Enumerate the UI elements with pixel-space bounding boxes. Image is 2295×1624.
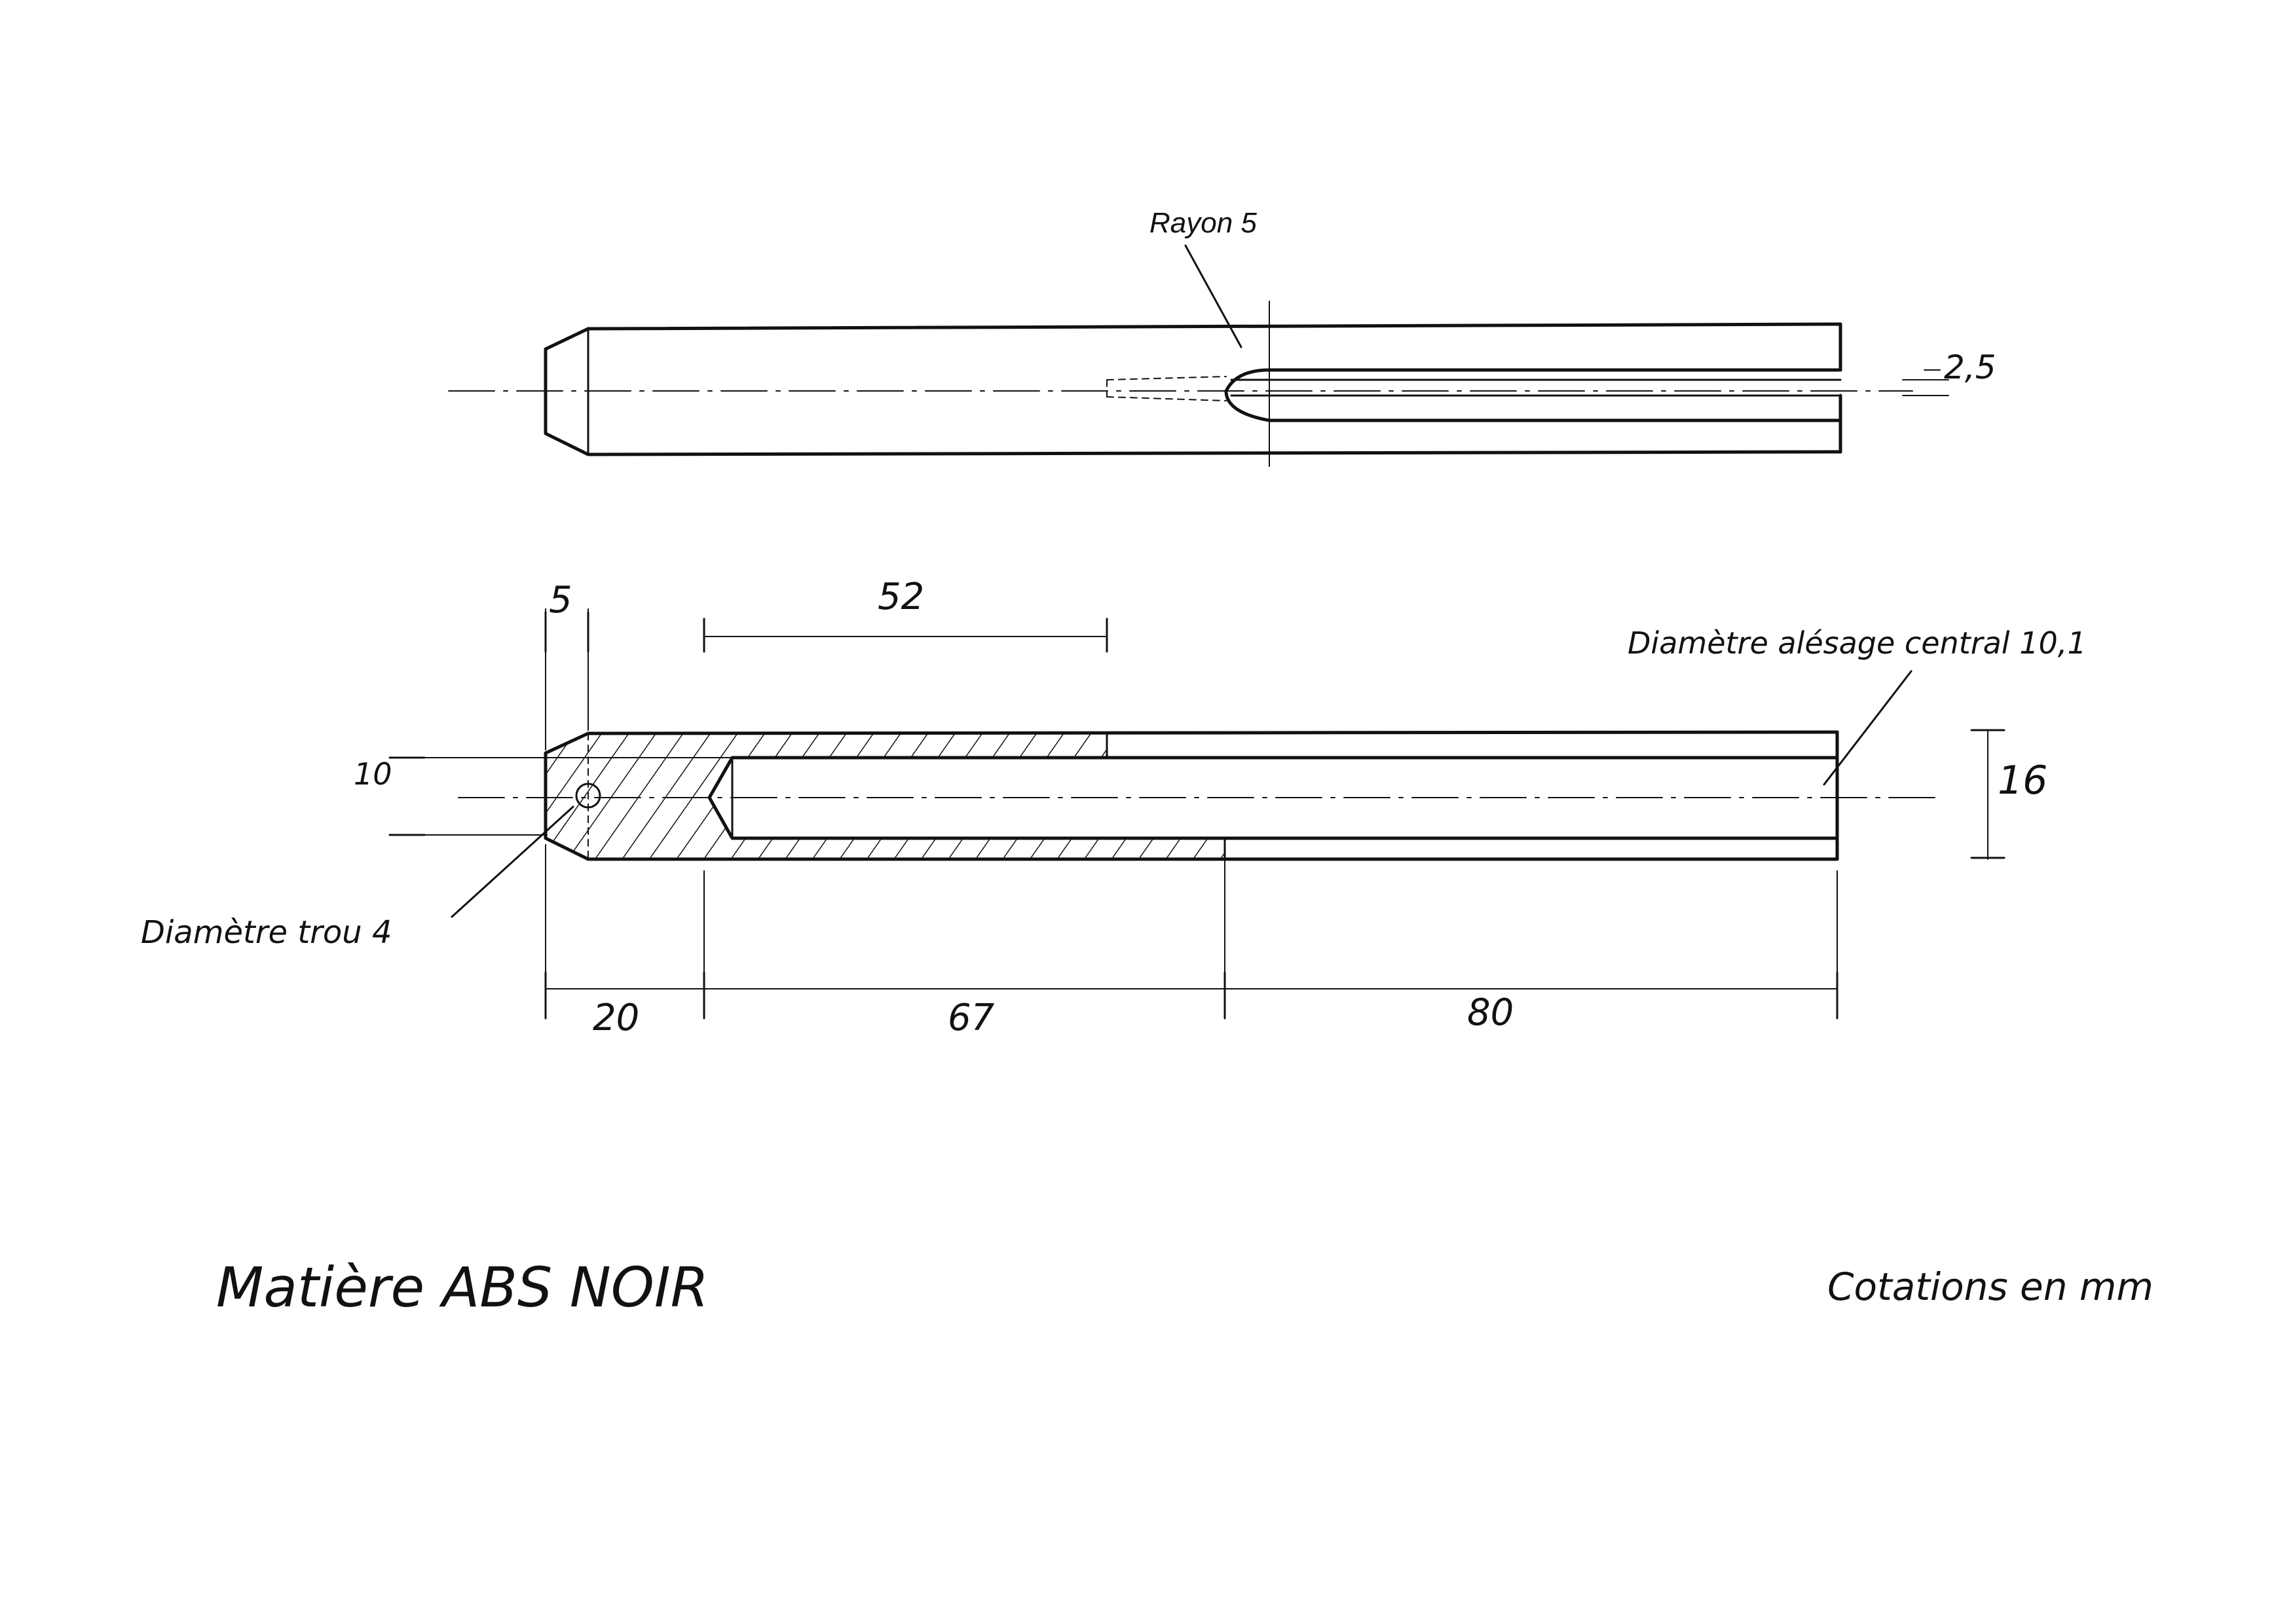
dim-5-label: 5	[549, 579, 572, 621]
top-view-top-edge	[586, 322, 1842, 331]
section-view: 5 52 10 16 20 67 80 Diamètre alésage cen…	[141, 576, 2087, 1039]
top-view-bottom-edge	[586, 450, 1842, 456]
hole-label: Diamètre trou 4	[141, 914, 392, 951]
hidden-bore	[1106, 376, 1227, 401]
dim-67-label: 67	[948, 997, 995, 1039]
dim-80-label: 80	[1467, 991, 1514, 1034]
units-note: Cotations en mm	[1827, 1264, 2154, 1309]
section-chamfer	[544, 731, 590, 861]
radius-leader	[1184, 244, 1242, 348]
top-view: Rayon 5 2,5	[448, 207, 1996, 467]
hatched-section-upper	[546, 733, 1225, 859]
radius-label: Rayon 5	[1149, 207, 1257, 239]
top-view-chamfer	[544, 327, 590, 456]
dim-10-label: 10	[354, 756, 392, 792]
section-top-edge	[586, 730, 1839, 735]
dim-16-label: 16	[1998, 758, 2047, 803]
dim-52-label: 52	[878, 576, 924, 618]
bore-label: Diamètre alésage central 10,1	[1628, 625, 2087, 661]
cross-hole	[575, 783, 601, 809]
bore-leader	[1823, 670, 1912, 786]
material-note: Matière ABS NOIR	[216, 1255, 709, 1320]
slot-width-label: 2,5	[1944, 348, 1996, 386]
hole-leader	[451, 805, 574, 918]
dim-20-label: 20	[593, 997, 639, 1039]
slot-outline	[1224, 368, 1842, 422]
